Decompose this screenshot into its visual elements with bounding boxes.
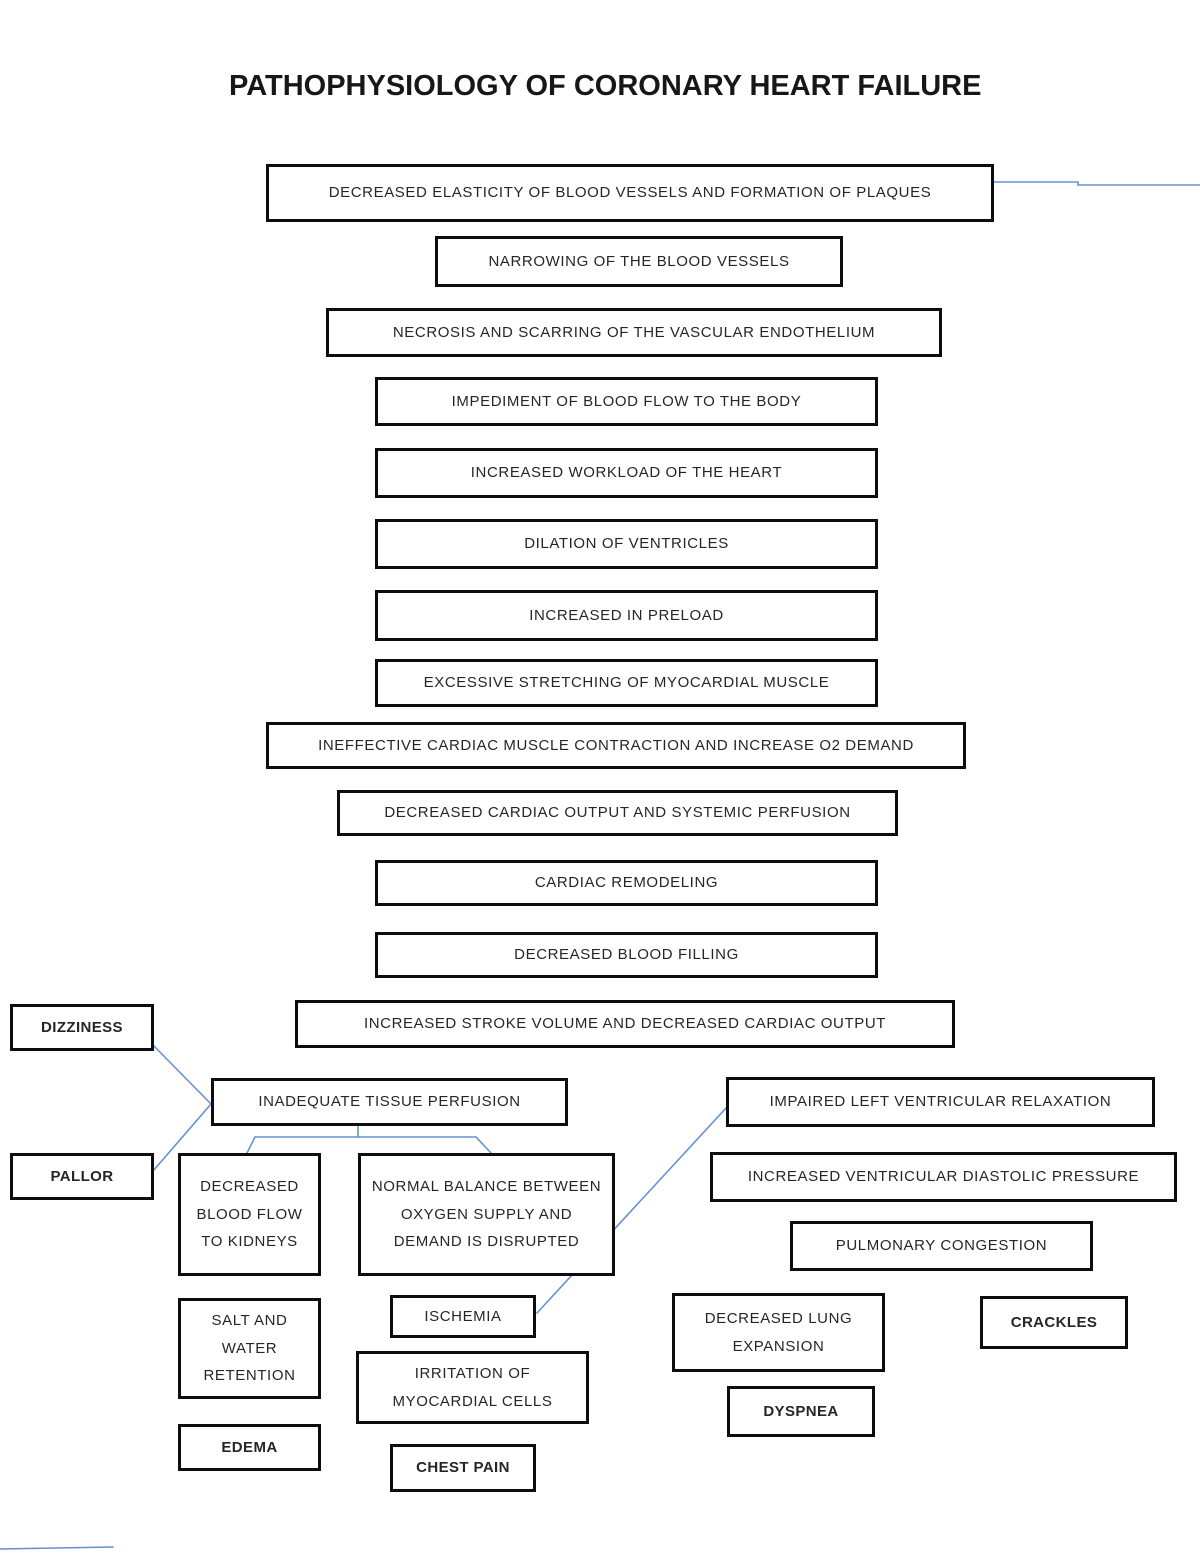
node-increased-workload: INCREASED WORKLOAD OF THE HEART <box>375 448 878 498</box>
node-increased-stroke-volume: INCREASED STROKE VOLUME AND DECREASED CA… <box>295 1000 955 1048</box>
node-salt-water-retention: SALT AND WATER RETENTION <box>178 1298 321 1399</box>
node-necrosis-scarring: NECROSIS AND SCARRING OF THE VASCULAR EN… <box>326 308 942 357</box>
node-crackles: CRACKLES <box>980 1296 1128 1349</box>
node-edema: EDEMA <box>178 1424 321 1471</box>
node-impediment-blood-flow: IMPEDIMENT OF BLOOD FLOW TO THE BODY <box>375 377 878 426</box>
node-increased-diastolic-pressure: INCREASED VENTRICULAR DIASTOLIC PRESSURE <box>710 1152 1177 1202</box>
node-pallor: PALLOR <box>10 1153 154 1200</box>
node-ineffective-contraction: INEFFECTIVE CARDIAC MUSCLE CONTRACTION A… <box>266 722 966 769</box>
node-decreased-blood-flow-kidneys: DECREASED BLOOD FLOW TO KIDNEYS <box>178 1153 321 1276</box>
page-title: PATHOPHYSIOLOGY OF CORONARY HEART FAILUR… <box>229 70 982 102</box>
node-increased-preload: INCREASED IN PRELOAD <box>375 590 878 641</box>
node-inadequate-tissue-perfusion: INADEQUATE TISSUE PERFUSION <box>211 1078 568 1126</box>
connector-perfusion-branch <box>246 1125 492 1154</box>
node-irritation-myocardial-cells: IRRITATION OF MYOCARDIAL CELLS <box>356 1351 589 1424</box>
node-dyspnea: DYSPNEA <box>727 1386 875 1437</box>
node-pulmonary-congestion: PULMONARY CONGESTION <box>790 1221 1093 1271</box>
node-decreased-blood-filling: DECREASED BLOOD FILLING <box>375 932 878 978</box>
node-excessive-stretching: EXCESSIVE STRETCHING OF MYOCARDIAL MUSCL… <box>375 659 878 707</box>
node-narrowing-vessels: NARROWING OF THE BLOOD VESSELS <box>435 236 843 287</box>
connector-bottom-left <box>0 1546 114 1550</box>
node-normal-balance-disrupted: NORMAL BALANCE BETWEEN OXYGEN SUPPLY AND… <box>358 1153 615 1276</box>
node-decreased-cardiac-output: DECREASED CARDIAC OUTPUT AND SYSTEMIC PE… <box>337 790 898 836</box>
node-impaired-lv-relaxation: IMPAIRED LEFT VENTRICULAR RELAXATION <box>726 1077 1155 1127</box>
connector-top-right <box>993 181 1200 186</box>
node-dilation-ventricles: DILATION OF VENTRICLES <box>375 519 878 569</box>
node-chest-pain: CHEST PAIN <box>390 1444 536 1492</box>
node-decreased-elasticity: DECREASED ELASTICITY OF BLOOD VESSELS AN… <box>266 164 994 222</box>
node-dizziness: DIZZINESS <box>10 1004 154 1051</box>
node-cardiac-remodeling: CARDIAC REMODELING <box>375 860 878 906</box>
node-ischemia: ISCHEMIA <box>390 1295 536 1338</box>
node-decreased-lung-expansion: DECREASED LUNG EXPANSION <box>672 1293 885 1372</box>
connector-dizziness-perfusion <box>151 1043 212 1105</box>
